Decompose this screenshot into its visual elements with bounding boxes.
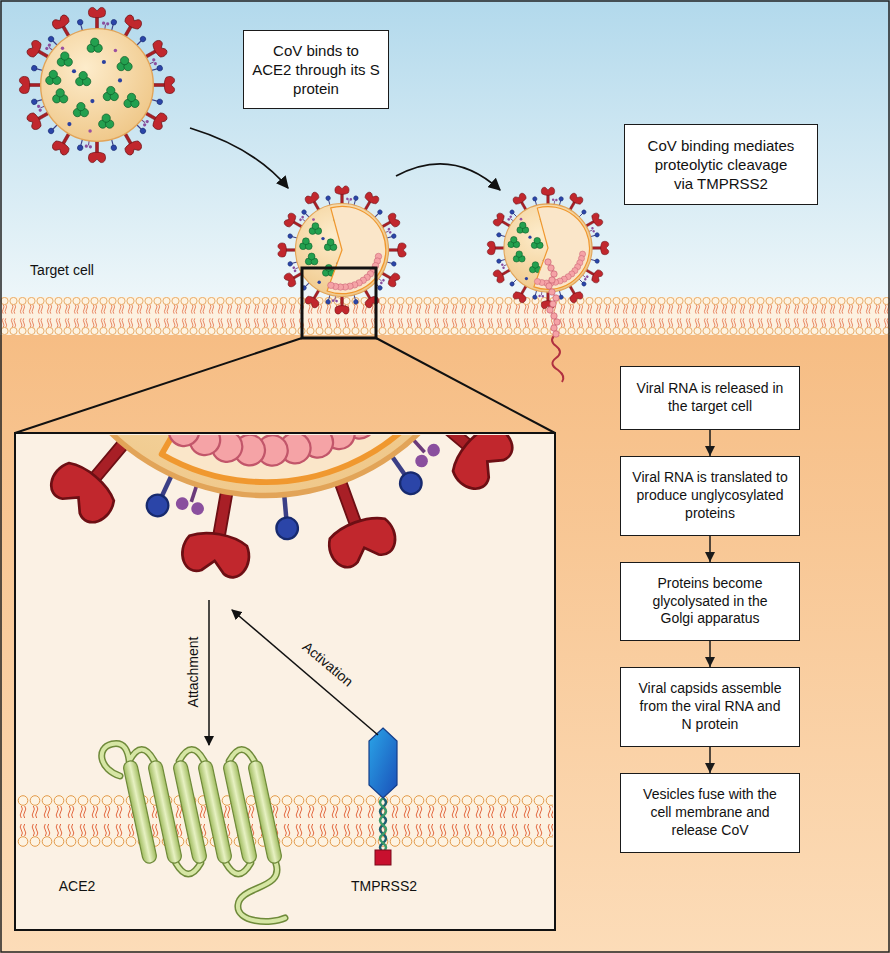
fusing-virus [545,259,551,265]
fusing-virus [554,319,560,325]
fusing-virus [548,265,554,271]
zoom-callout [15,268,555,433]
free-virus [19,7,174,162]
process-box: Vesicles fuse with the cell membrane and… [620,773,800,853]
protein-label: TMPRSS2 [351,879,417,893]
inset-arrows [232,610,378,735]
box-text: Proteins become glycolysated in the Golg… [636,575,784,629]
inset-arrows [209,600,378,745]
region-label: Target cell [30,263,94,277]
tmprss2-protease [380,798,386,852]
flow-arrow [709,641,711,667]
fusing-virus [551,313,557,319]
flow-arrow [709,536,711,562]
process-box: Viral RNA is released in the target cell [620,366,800,430]
box-text: CoV binds to ACE2 through its S protein [252,41,380,99]
tmprss2-protease [375,850,391,865]
tmprss2-protease [380,798,386,852]
fusing-virus [552,334,563,382]
arrow-label: Attachment [186,637,200,708]
fusing-virus [551,325,557,331]
fusing-virus [549,277,555,283]
box-text: CoV binding mediates proteolytic cleavag… [647,136,795,194]
box-text: Viral capsids assemble from the viral RN… [636,680,784,734]
extracellular-space [0,0,890,297]
callout-box: CoV binding mediates proteolytic cleavag… [624,124,818,205]
flow-arrow [709,430,711,456]
box-text: Vesicles fuse with the cell membrane and… [636,786,784,840]
tmprss2-protease [369,728,397,865]
ace2-receptor [102,743,285,921]
box-text: Viral RNA is translated to produce ungly… [627,469,793,523]
process-box: Viral capsids assemble from the viral RN… [620,667,800,747]
fusing-virus [553,331,559,337]
process-arrow [190,128,288,188]
fusing-virus [549,289,555,295]
cytoplasm [0,335,890,953]
zoom-callout [15,338,302,433]
process-arrow [396,164,500,190]
process-box: Proteins become glycolysated in the Golg… [620,562,800,641]
inset-art [159,435,505,515]
inset-art [17,435,553,627]
fusing-virus [547,307,553,313]
zoom-callout [302,268,376,338]
arrow-label: Activation [300,639,356,689]
callout-box: CoV binds to ACE2 through its S protein [243,30,389,109]
inset-art [17,795,553,847]
fusing-virus [487,187,608,308]
box-text: Viral RNA is released in the target cell [636,380,784,416]
zoom-callout [376,338,555,433]
ace2-receptor [247,760,282,865]
bound-virus [278,186,406,314]
fusing-virus [534,207,590,290]
bound-virus [278,186,406,314]
flow-arrow [709,747,711,773]
inset-panel [0,0,617,930]
ace2-receptor [102,743,285,921]
inset-arrows [208,600,210,745]
free-virus [19,7,174,162]
cell-membrane [0,297,890,335]
fusing-virus [487,187,608,382]
ace2-receptor [102,743,285,921]
fusing-virus [553,295,559,301]
fusing-virus [546,283,552,289]
tmprss2-protease [369,728,397,798]
fusing-virus [550,301,556,307]
inset-art [17,435,553,847]
process-box: Viral RNA is translated to produce ungly… [620,456,800,536]
fusing-virus [551,271,557,277]
protein-label: ACE2 [59,879,96,893]
